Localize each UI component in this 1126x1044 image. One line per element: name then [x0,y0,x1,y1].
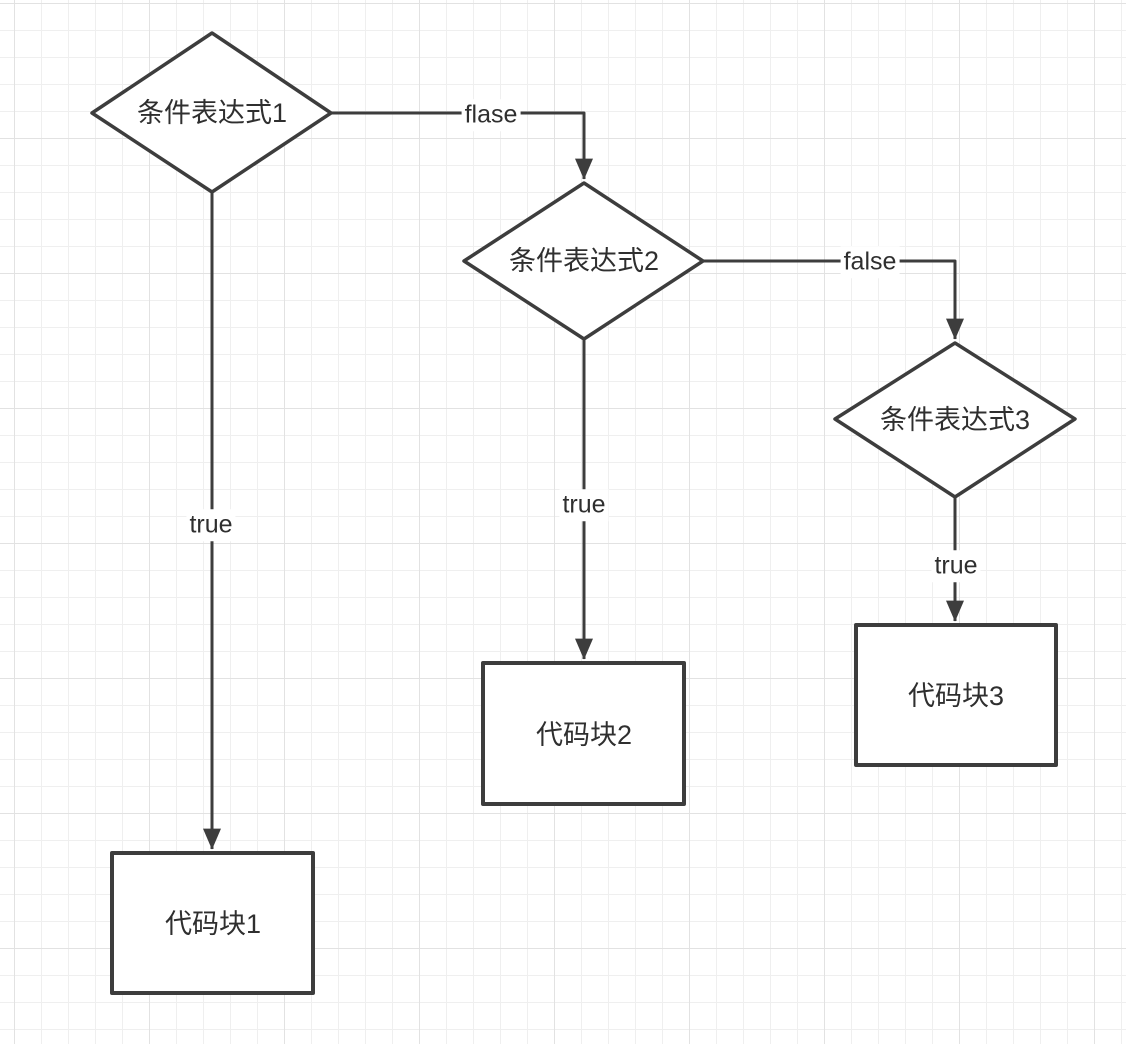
node-condition-3: 条件表达式3 [833,341,1077,499]
node-label-block-1: 代码块1 [165,909,261,939]
process-rect-1 [110,851,315,995]
node-label-block-3: 代码块3 [908,681,1004,711]
edge-label-cond1-true: true [186,509,236,541]
edge-cond1-false [331,111,593,180]
node-block-1: 代码块1 [110,851,315,995]
decision-diamond-1 [90,31,333,194]
edge-cond2-false [703,259,964,340]
process-rect-3 [854,623,1058,767]
node-condition-2: 条件表达式2 [462,181,705,341]
node-label-condition-1: 条件表达式1 [137,98,287,128]
node-block-2: 代码块2 [481,661,686,806]
edge-label-cond3-true: true [931,550,981,582]
node-layer: 条件表达式1 条件表达式2 条件表达式3 代码块1 代码块2 代码块3 [90,31,1077,995]
edge-label-cond1-false: flase [461,99,521,131]
edge-label-cond2-true: true [559,489,609,521]
node-label-condition-2: 条件表达式2 [509,246,659,276]
process-rect-2 [481,661,686,806]
node-block-3: 代码块3 [854,623,1058,767]
node-condition-1: 条件表达式1 [90,31,333,194]
node-label-block-2: 代码块2 [536,720,632,750]
decision-diamond-2 [462,181,705,341]
node-label-condition-3: 条件表达式3 [880,405,1030,435]
decision-diamond-3 [833,341,1077,499]
edge-label-cond2-false: false [840,246,900,278]
